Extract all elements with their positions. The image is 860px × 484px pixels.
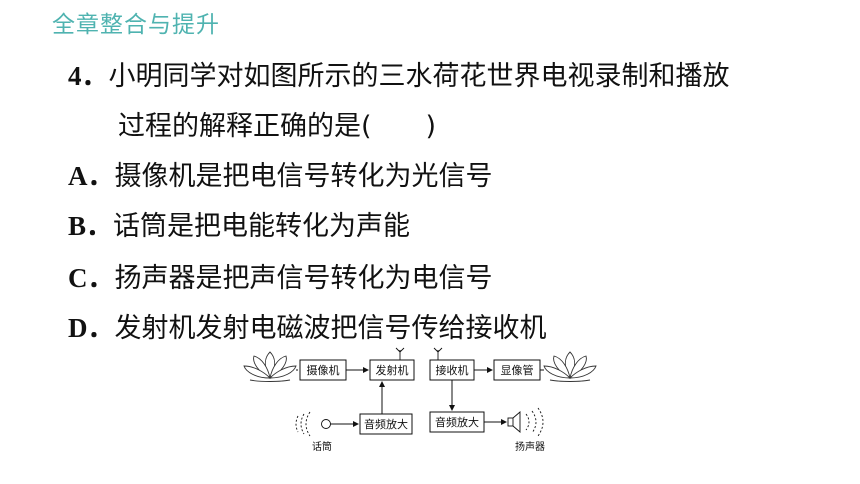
transmitter-label: 发射机 [376, 363, 409, 377]
speaker-icon [507, 407, 544, 437]
option-a[interactable]: A．摄像机是把电信号转化为光信号 [68, 154, 493, 193]
option-b[interactable]: B．话筒是把电能转化为声能 [68, 204, 410, 243]
question-stem-text2: 过程的解释正确的是( ) [118, 111, 437, 142]
receive-antenna-icon [433, 347, 443, 360]
option-a-letter: A． [68, 161, 115, 191]
option-b-letter: B． [68, 211, 114, 241]
question-number: 4． [68, 61, 109, 91]
microphone-caption: 话筒 [312, 440, 332, 453]
chapter-header: 全章整合与提升 [52, 12, 220, 38]
option-a-text: 摄像机是把电信号转化为光信号 [114, 161, 493, 192]
audio-amp-right-label: 音频放大 [435, 415, 479, 429]
audio-amp-left-label: 音频放大 [364, 417, 408, 431]
tv-broadcast-diagram: 摄像机 发射机 接收机 显像管 话筒 音频放大 音频 [243, 347, 597, 453]
speaker-caption: 扬声器 [515, 440, 545, 453]
audio-amp-left-box [359, 413, 413, 435]
question-stem-line2: 过程的解释正确的是( ) [118, 104, 436, 143]
option-d-letter: D． [68, 313, 115, 343]
lotus-flower-right-icon [543, 351, 597, 382]
question-stem-text1: 小明同学对如图所示的三水荷花世界电视录制和播放 [108, 61, 730, 92]
microphone-icon [295, 411, 331, 437]
camera-label: 摄像机 [307, 363, 340, 377]
option-d-text: 发射机发射电磁波把信号传给接收机 [114, 313, 547, 344]
lotus-flower-left-icon [243, 351, 297, 382]
transmitter-box [369, 359, 415, 381]
option-c-text: 扬声器是把声信号转化为电信号 [114, 263, 493, 294]
receiver-label: 接收机 [436, 363, 469, 377]
option-d[interactable]: D．发射机发射电磁波把信号传给接收机 [68, 306, 547, 345]
picture-tube-label: 显像管 [501, 363, 534, 377]
option-c-letter: C． [68, 263, 115, 293]
question-stem-line1: 4．小明同学对如图所示的三水荷花世界电视录制和播放 [68, 54, 730, 93]
option-b-text: 话筒是把电能转化为声能 [113, 211, 411, 242]
transmit-antenna-icon [395, 347, 405, 360]
option-c[interactable]: C．扬声器是把声信号转化为电信号 [68, 256, 493, 295]
